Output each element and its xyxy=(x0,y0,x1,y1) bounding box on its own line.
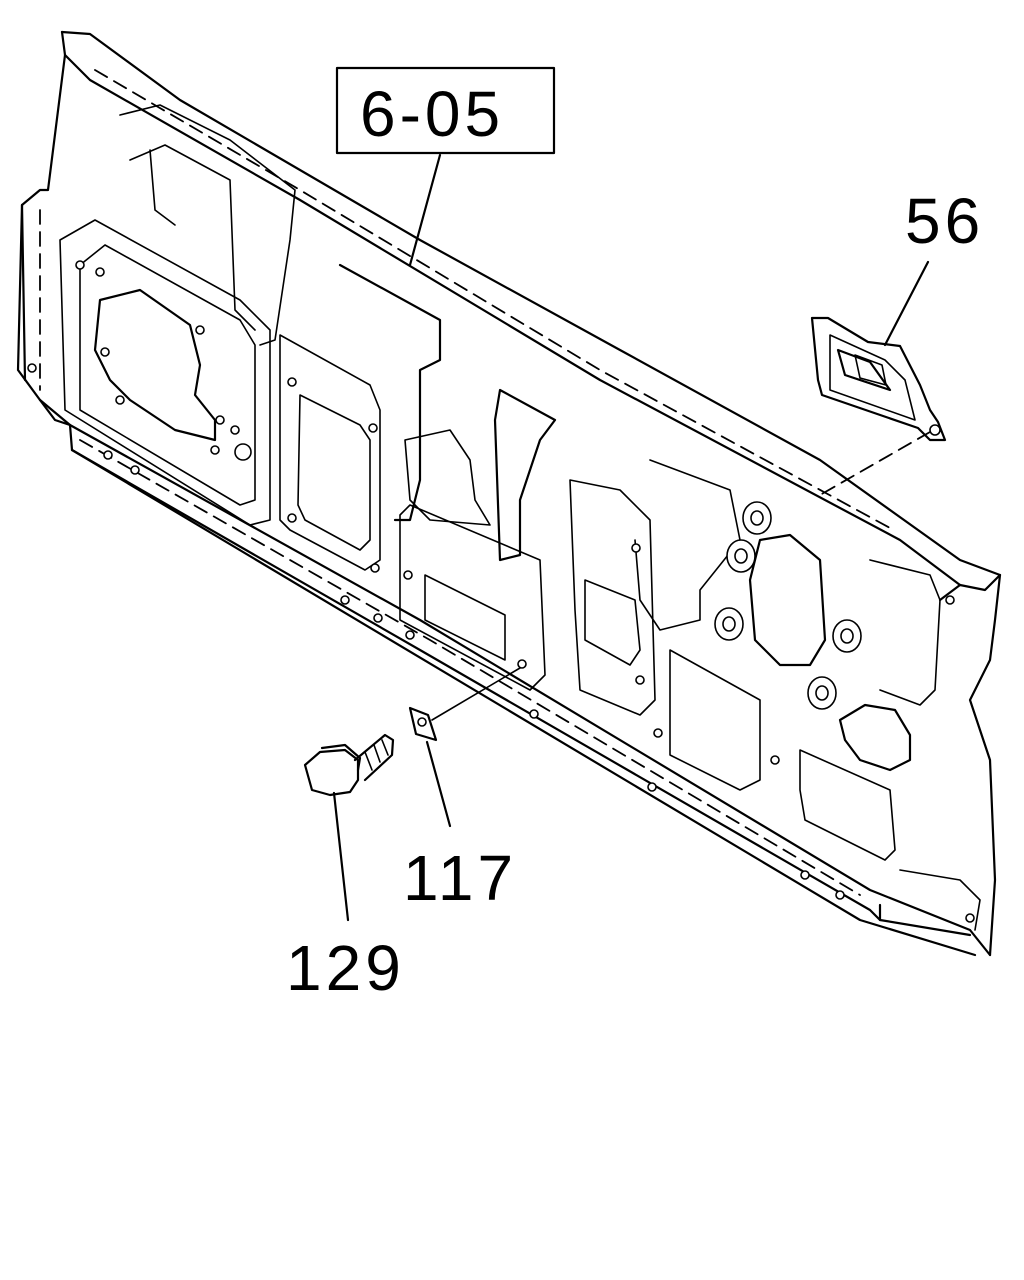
callout-ref-6-05: 6-05 xyxy=(335,66,556,155)
callout-text-117: 117 xyxy=(403,842,517,914)
part-117-clip xyxy=(408,667,521,742)
leader-lines xyxy=(332,153,930,922)
callout-text-6-05: 6-05 xyxy=(360,78,504,150)
panel-details xyxy=(59,104,941,861)
dash-panel xyxy=(16,30,1002,957)
part-56-bracket xyxy=(810,316,947,496)
panel-holes xyxy=(27,260,975,923)
callout-text-56: 56 xyxy=(905,185,984,257)
callout-box xyxy=(335,66,556,155)
part-129-bolt xyxy=(303,733,395,797)
callout-text-129: 129 xyxy=(286,932,405,1004)
